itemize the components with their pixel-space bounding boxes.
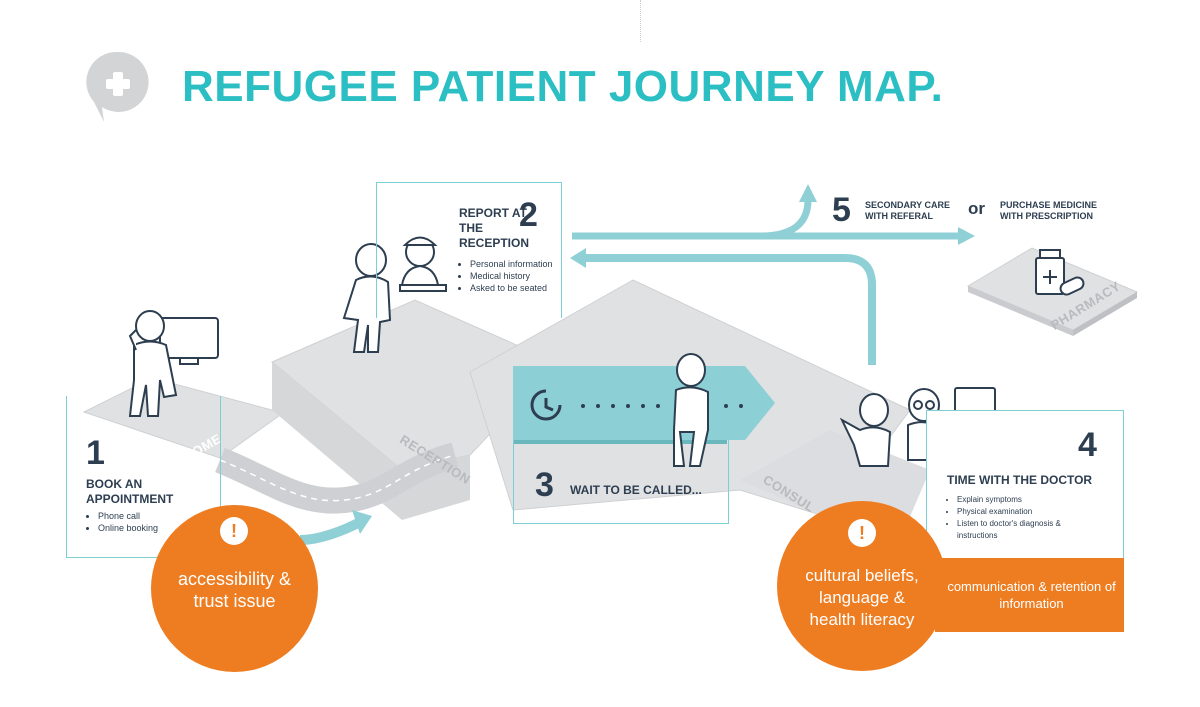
step-2-card: [376, 182, 562, 318]
issue-communication-box: communication & retention of information: [935, 558, 1124, 632]
list-item: Online booking: [98, 522, 158, 534]
up-arrow: [759, 199, 812, 240]
exclamation-icon: !: [220, 517, 248, 545]
step-4-title: TIME WITH THE DOCTOR: [947, 473, 1093, 487]
pharmacy-floor-side: [968, 286, 1073, 336]
waiting-person-figure: [673, 353, 709, 467]
list-item: Personal information: [470, 258, 553, 270]
step-2-number: 2: [519, 196, 538, 234]
medicine-bottle-icon: [1035, 249, 1085, 296]
step-1-number: 1: [86, 434, 105, 472]
list-item: Phone call: [98, 510, 158, 522]
step-4-card: [926, 410, 1124, 560]
issue-cultural-text: cultural beliefs, language & health lite…: [805, 566, 919, 629]
clock-icon: [530, 389, 562, 421]
step-4-list: Explain symptoms Physical examination Li…: [947, 494, 1097, 542]
issue-accessibility-text: accessibility & trust issue: [177, 569, 292, 611]
step-2-list: Personal information Medical history Ask…: [460, 258, 553, 294]
page-title: REFUGEE PATIENT JOURNEY MAP.: [182, 62, 944, 111]
patient-consult-figure: [839, 393, 892, 467]
step-4-number: 4: [1078, 426, 1097, 464]
issue-communication-text: communication & retention of information: [947, 579, 1116, 611]
dotted-path: [581, 404, 743, 408]
list-item: Medical history: [470, 270, 553, 282]
issue-cultural-circle: ! cultural beliefs, language & health li…: [777, 501, 947, 671]
exclamation-icon: !: [848, 519, 876, 547]
list-item: Physical examination: [957, 506, 1097, 518]
step-5-or: or: [968, 199, 985, 218]
step-5-number: 5: [832, 191, 851, 229]
road-arrow: [299, 517, 363, 545]
patient-reception-figure: [342, 243, 392, 353]
wait-band: [513, 366, 745, 440]
step-1-card: [66, 396, 221, 558]
list-item: Explain symptoms: [957, 494, 1097, 506]
speech-bubble-plus-icon: [86, 51, 149, 122]
step-1-title: BOOK AN APPOINTMENT: [86, 477, 174, 506]
person-on-phone-figure: [128, 310, 219, 417]
step-3-card: [513, 440, 729, 524]
list-item: Listen to doctor's diagnosis & instructi…: [957, 518, 1097, 542]
list-item: Asked to be seated: [470, 282, 553, 294]
receptionist-figure: [399, 236, 447, 292]
return-arrow: [585, 254, 876, 365]
step-2-title: REPORT AT THE RECEPTION: [459, 206, 530, 250]
road-marking: [219, 454, 456, 502]
issue-accessibility-circle: ! accessibility & trust issue: [151, 505, 318, 672]
step-3-number: 3: [535, 466, 554, 504]
pharmacy-floor-side2: [1073, 292, 1137, 336]
step-3-title: WAIT TO BE CALLED...: [570, 483, 702, 497]
top-dotted-divider: [640, 0, 641, 42]
step-1-list: Phone call Online booking: [88, 510, 158, 534]
step-5-option-a: SECONDARY CARE WITH REFERAL: [865, 200, 951, 221]
step-5-option-b: PURCHASE MEDICINE WITH PRESCRIPTION: [1000, 200, 1098, 221]
